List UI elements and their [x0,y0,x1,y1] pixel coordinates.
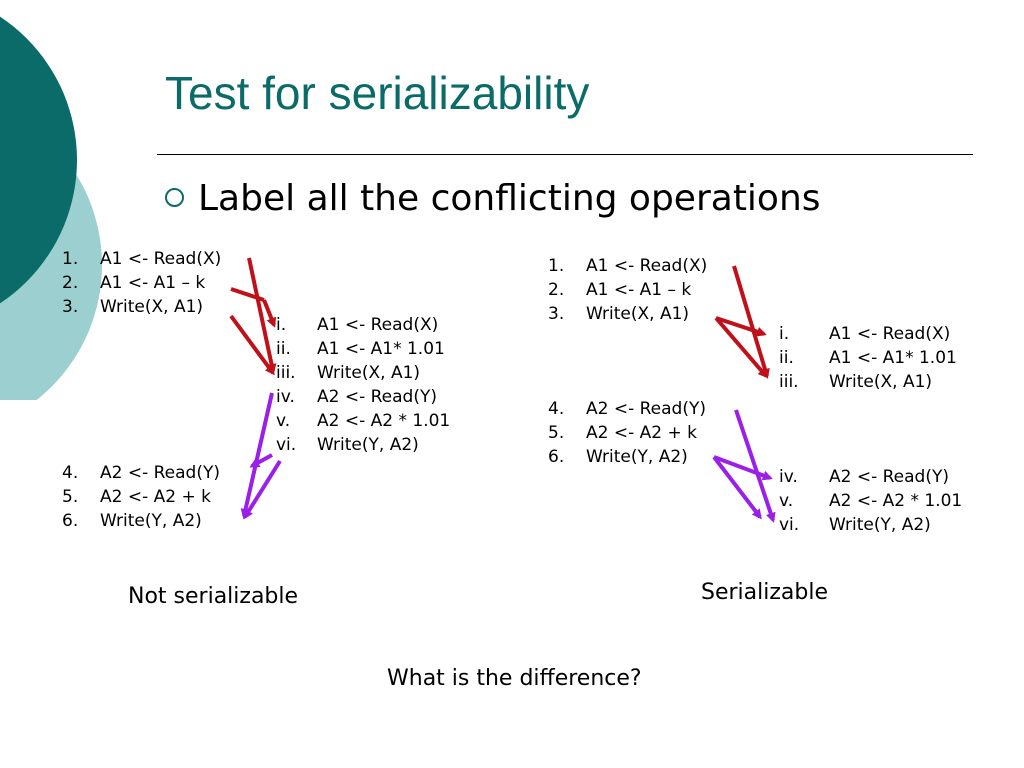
list-item: ii.A1 <- A1* 1.01 [276,339,445,359]
left-caption: Not serializable [128,584,299,609]
left-t1-part2-list: 4.A2 <- Read(Y) 5.A2 <- A2 + k 6.Write(Y… [62,461,220,533]
left-t2-list: i.A1 <- Read(X) ii.A1 <- A1* 1.01 iii.Wr… [276,313,450,457]
list-item: v.A2 <- A2 * 1.01 [276,411,451,431]
list-item: 4.A2 <- Read(Y) [548,399,706,419]
circle-bullet-icon [165,187,184,207]
list-item: 2.A1 <- A1 – k [62,273,206,293]
bullet-text: Label all the conflicting operations [198,178,821,219]
list-item: iii.Write(X, A1) [779,372,933,392]
dark-circle [0,16,77,304]
arrow-y-5 [713,455,773,481]
arrow-y-4 [734,409,776,523]
list-item: ii.A1 <- A1* 1.01 [779,348,957,368]
arrow-x-6 [714,316,768,379]
list-item: iv.A2 <- Read(Y) [276,387,437,407]
list-item: iii.Write(X, A1) [276,363,421,383]
arrow-x-2b [262,299,277,328]
list-item: 1.A1 <- Read(X) [548,256,708,276]
right-t2-part2-list: iv.A2 <- Read(Y) v.A2 <- A2 * 1.01 vi.Wr… [779,465,962,537]
list-item: i.A1 <- Read(X) [276,315,439,335]
list-item: i.A1 <- Read(X) [779,324,951,344]
list-item: vi.Write(Y, A2) [276,435,419,455]
arrow-x-3 [229,314,275,376]
arrow-x-4 [732,265,770,379]
question-text: What is the difference? [387,666,642,691]
arrow-y-3 [243,459,282,520]
slide-title: Test for serializability [165,67,590,119]
right-t1-part2-list: 4.A2 <- Read(Y) 5.A2 <- A2 + k 6.Write(Y… [548,397,706,469]
right-t1-part1-list: 1.A1 <- Read(X) 2.A1 <- A1 – k 3.Write(X… [548,254,707,326]
arrow-y-6 [712,455,762,520]
left-t1-part1-list: 1.A1 <- Read(X) 2.A1 <- A1 – k 3.Write(X… [62,247,221,319]
list-item: 5.A2 <- A2 + k [548,423,697,443]
list-item: 3.Write(X, A1) [62,297,204,317]
right-caption: Serializable [701,580,829,605]
list-item: 4.A2 <- Read(Y) [62,463,220,483]
list-item: 6.Write(Y, A2) [62,511,202,531]
list-item: iv.A2 <- Read(Y) [779,467,949,487]
title-divider [157,154,973,155]
list-item: v.A2 <- A2 * 1.01 [779,491,963,511]
list-item: 3.Write(X, A1) [548,304,690,324]
arrow-x-2a [230,287,265,302]
list-item: 6.Write(Y, A2) [548,447,688,467]
arrow-x-1 [247,257,277,374]
list-item: vi.Write(Y, A2) [779,515,931,535]
list-item: 1.A1 <- Read(X) [62,249,222,269]
decorative-circles [0,16,102,400]
right-t2-part1-list: i.A1 <- Read(X) ii.A1 <- A1* 1.01 iii.Wr… [779,322,957,394]
list-item: 5.A2 <- A2 + k [62,487,211,507]
list-item: 2.A1 <- A1 – k [548,280,692,300]
bullet-item: Label all the conflicting operations [165,178,821,219]
arrow-y-1 [240,392,274,519]
arrow-x-5 [715,316,767,337]
arrow-y-2 [249,453,273,468]
